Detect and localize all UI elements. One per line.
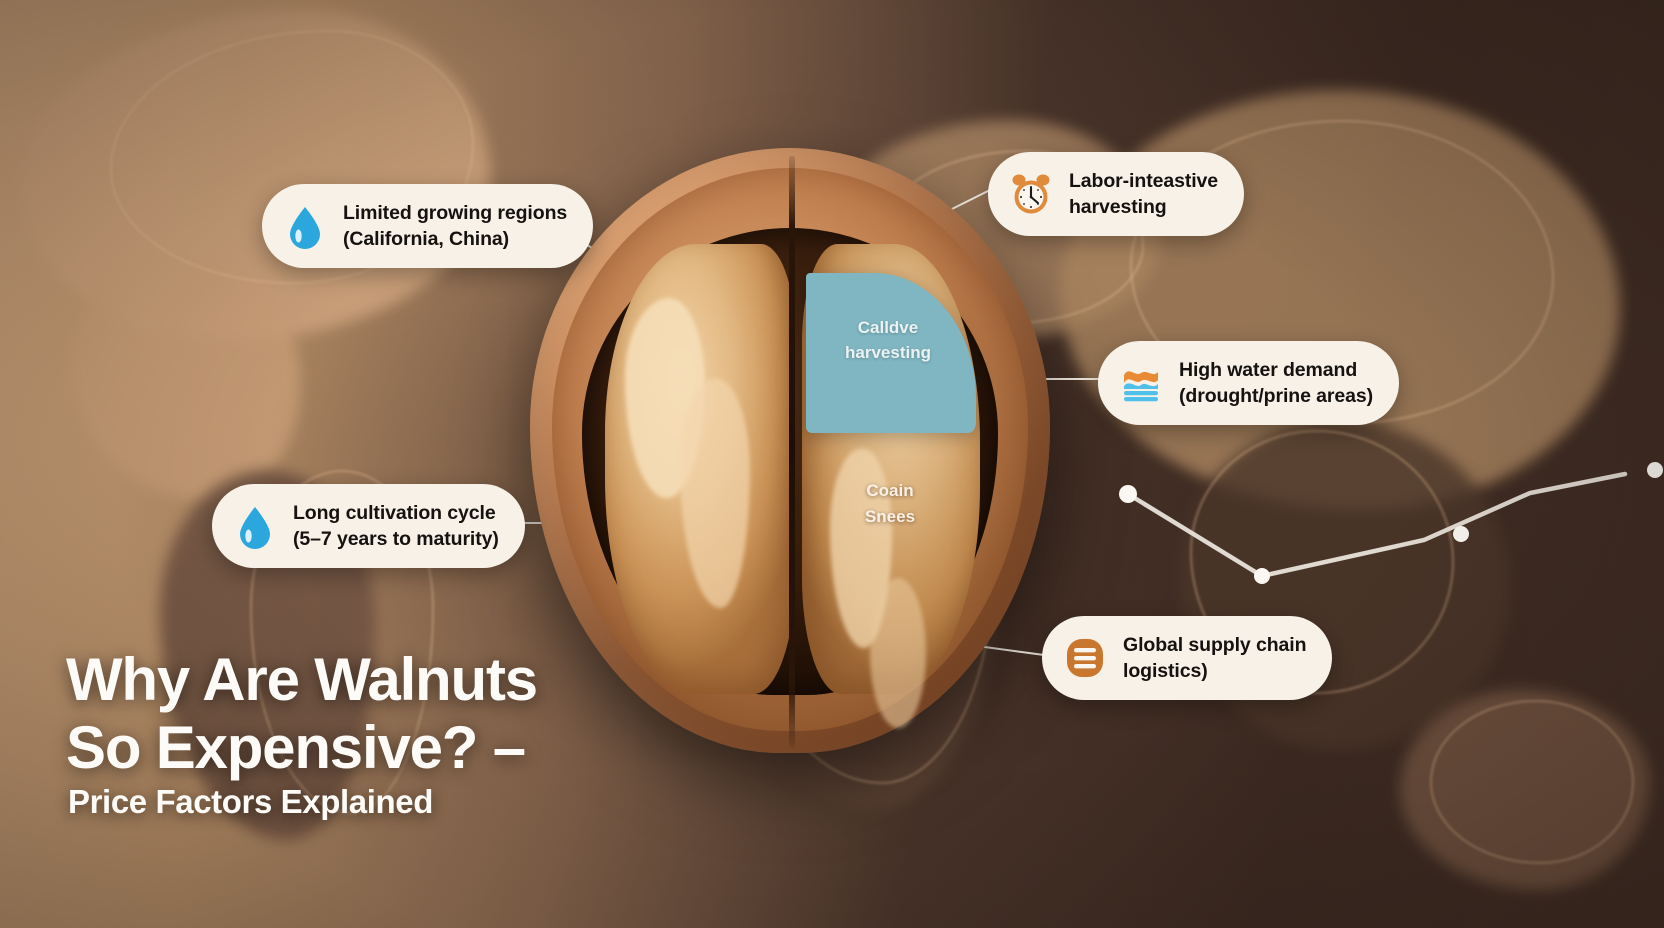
callout-label: Long cultivation cycle (5–7 years to mat…	[293, 502, 499, 550]
callout-label: Labor-inteastive harvesting	[1069, 170, 1219, 218]
page-title: Why Are Walnuts So Expensive? –	[66, 646, 538, 782]
alarm-clock-icon	[1008, 171, 1054, 217]
title-line-2: So Expensive? –	[66, 714, 526, 781]
walnut-illustration: Calldve harvesting Coain Snees	[530, 148, 1050, 753]
map-outline-south-asia	[1190, 430, 1454, 694]
stacked-lines-icon	[1062, 635, 1108, 681]
water-drop-icon	[232, 503, 278, 549]
callout-limited-growing-regions[interactable]: Limited growing regions (California, Chi…	[262, 184, 594, 268]
callout-global-supply-chain[interactable]: Global supply chain logistics)	[1042, 616, 1333, 700]
kernel-overlay-text: Coain Snees	[864, 481, 916, 526]
continent-north-america-lower	[70, 250, 300, 500]
callout-label: High water demand (drought/prine areas)	[1179, 359, 1374, 407]
title-line-1: Why Are Walnuts	[66, 646, 538, 713]
walnut-septum	[789, 156, 795, 748]
callout-labor-intensive-harvesting[interactable]: Labor-inteastive harvesting	[988, 152, 1245, 236]
map-outline-australia	[1430, 700, 1634, 864]
callout-label: Limited growing regions (California, Chi…	[343, 202, 568, 250]
map-outline-north-america	[110, 30, 474, 284]
callout-high-water-demand[interactable]: High water demand (drought/prine areas)	[1098, 341, 1400, 425]
page-subtitle: Price Factors Explained	[68, 783, 433, 820]
callout-long-cultivation-cycle[interactable]: Long cultivation cycle (5–7 years to mat…	[212, 484, 525, 568]
water-layers-icon	[1118, 360, 1164, 406]
water-drop-icon	[282, 203, 328, 249]
teal-overlay-text: Calldve harvesting	[845, 318, 931, 362]
callout-label: Global supply chain logistics)	[1123, 634, 1307, 682]
kernel-lobe-4	[870, 578, 926, 728]
